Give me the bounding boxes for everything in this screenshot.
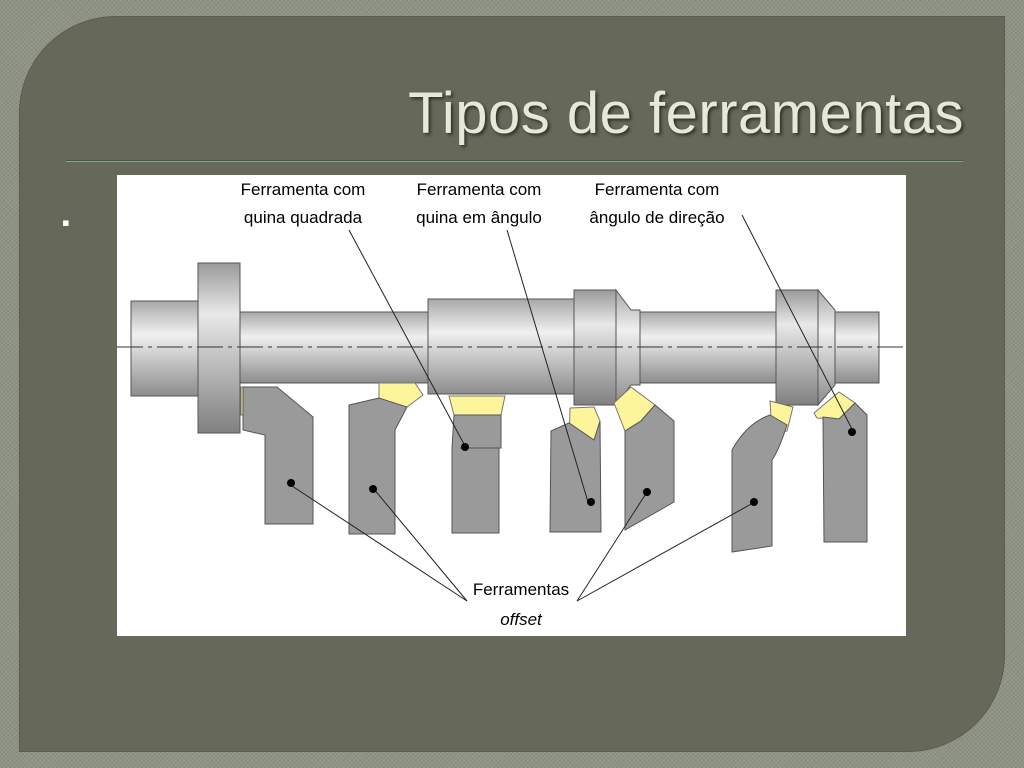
leader-lines (288, 214, 854, 602)
dot-offset-2 (369, 485, 377, 493)
bullet-marker: ▪ (62, 210, 70, 235)
dot-offset-1 (287, 479, 295, 487)
label-offset-1: Ferramentas (473, 580, 569, 599)
label-square-corner-2: quina quadrada (244, 208, 363, 227)
label-offset-2: offset (500, 610, 543, 629)
label-angle-corner-2: quina em ângulo (416, 208, 542, 227)
label-lead-angle-1: Ferramenta com (595, 180, 720, 199)
label-square-corner-1: Ferramenta com (241, 180, 366, 199)
tool-lead-angle-offset (731, 400, 794, 553)
dot-offset-4 (750, 498, 758, 506)
dot-offset-3 (643, 488, 651, 496)
lathe-tools-diagram: Ferramenta com quina quadrada Ferramenta… (117, 175, 906, 636)
tool-square-corner-offset (348, 382, 424, 535)
reference-dots (287, 428, 856, 506)
title-divider (66, 160, 963, 162)
tool-offset-left-1 (240, 386, 314, 525)
dot-lead-angle (848, 428, 856, 436)
dot-angle-corner (587, 498, 595, 506)
label-lead-angle-2: ângulo de direção (589, 208, 724, 227)
tool-angled-offset (613, 386, 675, 531)
slide-title: Tipos de ferramentas (408, 81, 964, 146)
label-angle-corner-1: Ferramenta com (417, 180, 542, 199)
tool-angle-corner (549, 406, 602, 533)
dot-square-corner (461, 443, 469, 451)
tool-straight (448, 395, 506, 534)
tool-lead-angle (813, 391, 868, 543)
